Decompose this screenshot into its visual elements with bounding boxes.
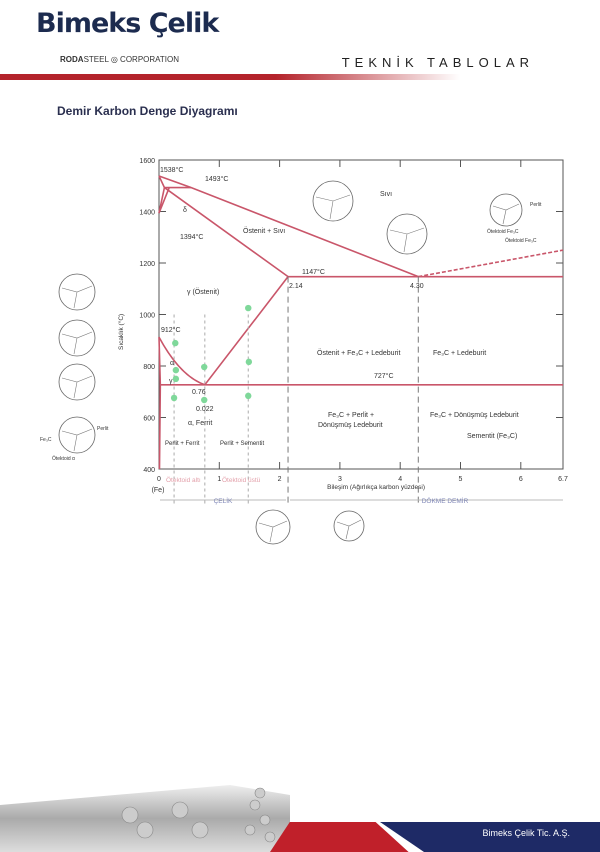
marker-dot [201, 363, 208, 371]
label-1538: 1538°C [160, 166, 183, 174]
y-tick-label: 1200 [139, 261, 155, 268]
region-cementite: Sementit (Fe₃C) [467, 433, 517, 440]
micro-label-perlite: Perlit [530, 202, 542, 208]
grain-boundaries [61, 285, 93, 309]
section-title: TEKNİK TABLOLAR [341, 55, 534, 70]
page-title: Demir Karbon Denge Diyagramı [57, 104, 238, 118]
steel-rods-image [0, 775, 290, 852]
acm-line [204, 276, 289, 386]
label-727: 727°C [374, 372, 394, 380]
micro-label-proeut-a: Ötektoid α [52, 455, 75, 462]
sub-brand-bold: RODA [60, 55, 84, 64]
label-912: 912°C [161, 326, 181, 334]
marker-dot [201, 396, 208, 404]
x-tick-label: 6.7 [558, 476, 568, 483]
region-ferrite: α, Ferrit [188, 420, 212, 427]
marker-dot [245, 358, 253, 366]
brand-logo: Bimeks Çelik [36, 8, 219, 39]
sub-brand: RODASTEEL ◎ CORPORATION [60, 55, 180, 64]
label-1493: 1493°C [205, 175, 228, 183]
x-tick-label: 0 [157, 476, 161, 483]
header-divider [0, 74, 460, 80]
region-gamma: γ [169, 378, 173, 385]
marker-dot [245, 392, 252, 400]
y-tick-label: 1600 [139, 158, 155, 165]
micro-label-perlite-left: Perlit [97, 426, 109, 432]
a3-line [158, 336, 206, 386]
label-steel: ÇELİK [214, 496, 233, 505]
region-perlite-cementite: Perlit + Sementit [220, 441, 265, 447]
y-tick-label: 1400 [139, 210, 155, 217]
iron-carbon-diagram: 0 1 2 3 4 5 6 6.7 400 600 800 1000 1200 1400 1600 (Fe) B… [40, 158, 568, 545]
grain-boundaries [336, 519, 362, 540]
grain-boundaries [492, 203, 520, 225]
micro-label-eut-fe3c: Ötektoid Fe₃C [505, 237, 537, 244]
region-alpha: α [170, 360, 174, 367]
marker-dot [170, 394, 178, 402]
region-perlite-ferrite: Perlit + Ferrit [165, 441, 200, 447]
x-tick-label: 3 [338, 476, 342, 483]
y-tick-label: 400 [143, 467, 155, 474]
label-214: 2.14 [289, 283, 303, 290]
x-tick-label: 2 [278, 476, 282, 483]
micro-label-fe3c-left: Fe₃C [40, 437, 52, 443]
label-0022: 0.022 [196, 406, 214, 413]
region-delta: δ [183, 207, 187, 214]
marker-dot [172, 366, 180, 374]
label-430: 4.30 [410, 283, 424, 290]
x-tick-label: 1 [217, 476, 221, 483]
ferrite-boundary [158, 337, 162, 470]
region-liquid: Sıvı [380, 191, 392, 198]
label-076: 0.76 [192, 389, 206, 396]
liquidus-cementite-line [418, 249, 564, 278]
x-tick-label: 6 [519, 476, 523, 483]
label-hypereutectoid: Ötektoid üstü [222, 476, 261, 484]
footer-company: Bimeks Çelik Tic. A.Ş. [482, 828, 570, 838]
y-tick-label: 1000 [139, 313, 155, 320]
label-hypoeutectoid: Ötektoid altı [166, 476, 201, 484]
marker-dot [172, 375, 180, 383]
marker-dot [172, 339, 179, 347]
region-austenite: γ (Östenit) [187, 288, 219, 296]
sub-brand-corp: CORPORATION [120, 55, 180, 64]
label-cast-iron: DÖKME DEMİR [422, 496, 469, 505]
grain-boundaries [61, 375, 93, 399]
region-fe3c-perlite-2: Dönüşmüş Ledeburit [318, 422, 383, 429]
label-1147: 1147°C [302, 268, 325, 276]
fe-label: (Fe) [152, 487, 165, 494]
label-1394: 1394°C [180, 233, 203, 241]
marker-dot [245, 304, 252, 312]
x-axis-label: Bileşim (Ağırlıkça karbon yüzdesi) [327, 484, 425, 491]
region-aus-fe3c-led: Östenit + Fe₃C + Ledeburit [317, 349, 400, 357]
grain-boundaries [315, 194, 351, 220]
grain-boundaries [61, 428, 93, 452]
region-fe3c-led: Fe₃C + Ledeburit [433, 350, 486, 357]
grain-boundaries [61, 331, 93, 355]
delta-boundary-2 [158, 187, 170, 214]
grain-boundaries [258, 520, 288, 543]
x-tick-label: 4 [398, 476, 402, 483]
region-austenite-liquid: Östenit + Sıvı [243, 227, 285, 235]
sub-brand-rest: STEEL [83, 55, 109, 64]
x-tick-label: 5 [459, 476, 463, 483]
region-fe3c-perlite: Fe₃C + Perlit + [328, 412, 374, 419]
micro-label-fe3c: Ötektoid Fe₃C [487, 228, 519, 235]
solidus-line [158, 175, 289, 278]
grain-boundaries [389, 227, 425, 253]
y-tick-label: 600 [143, 416, 155, 423]
y-axis-label: Sıcaklık (°C) [117, 314, 125, 350]
region-fe3c-trans-led: Fe₃C + Dönüşmüş Ledeburit [430, 412, 519, 419]
y-tick-label: 800 [143, 364, 155, 371]
